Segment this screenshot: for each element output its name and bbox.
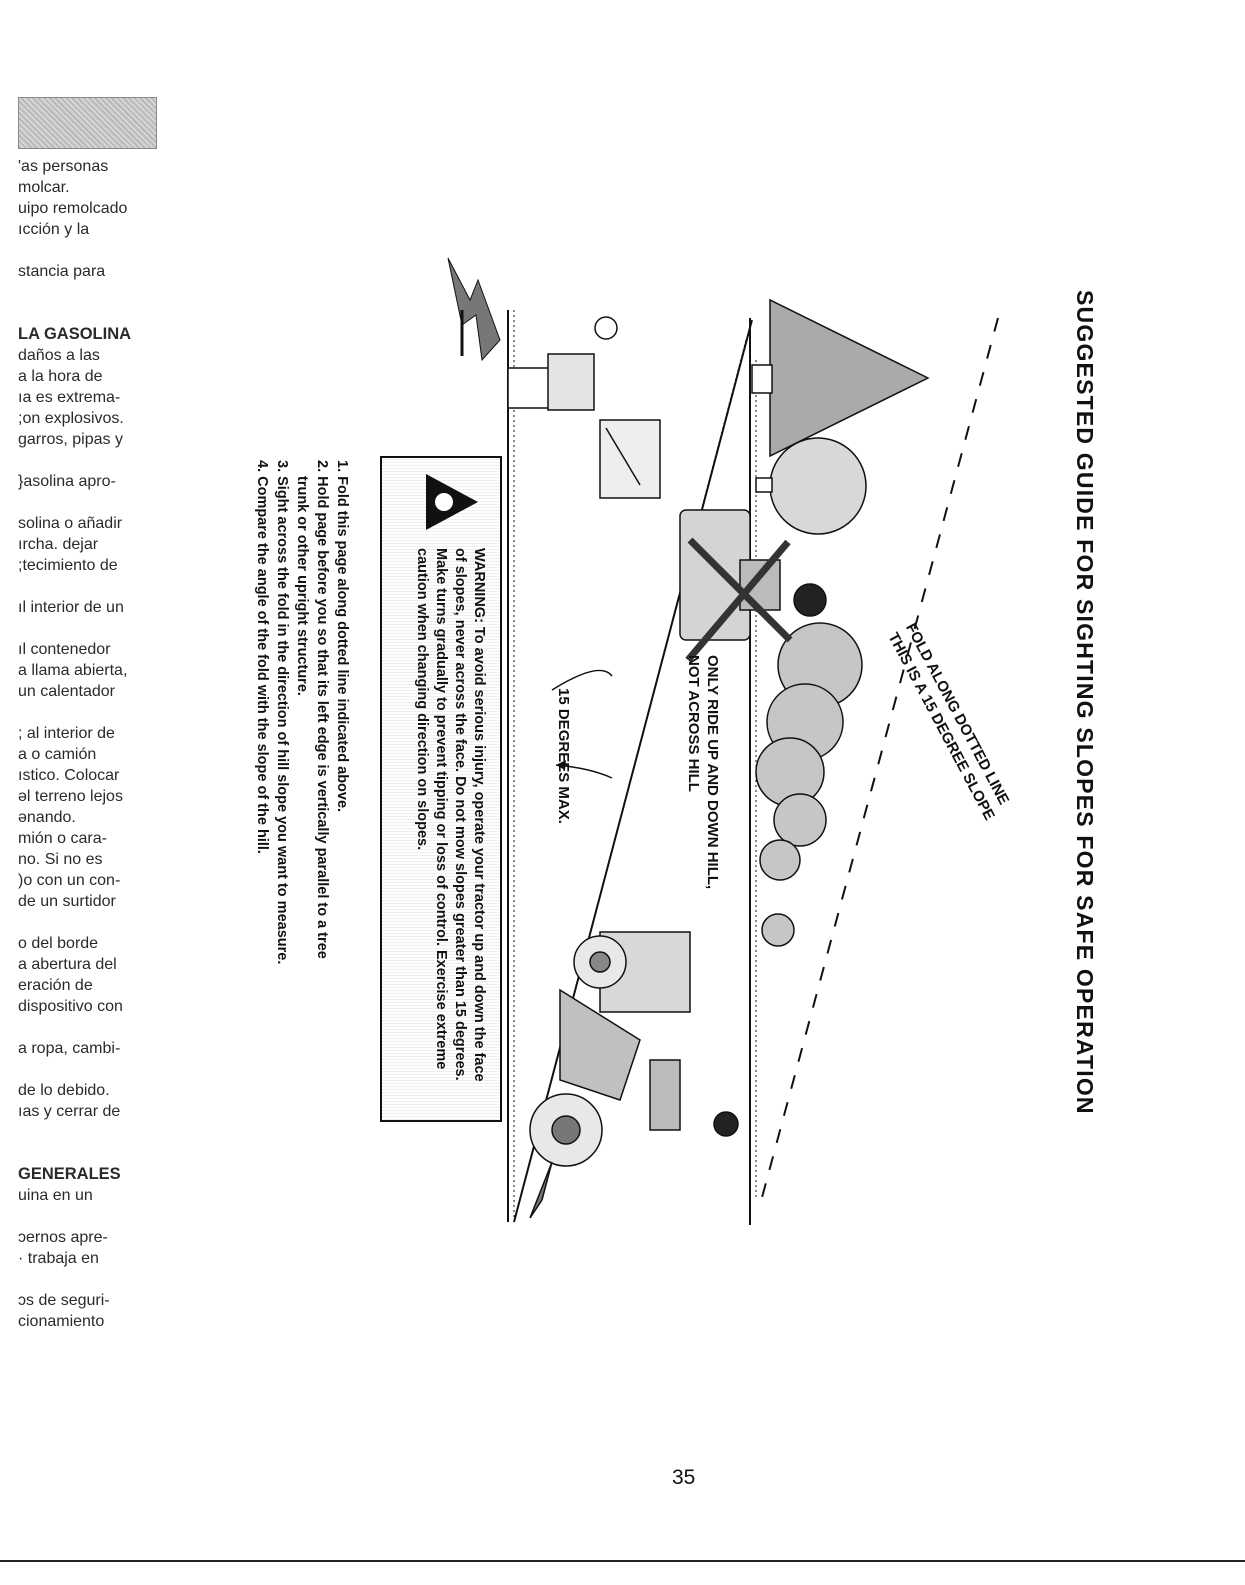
spanish-text-line: stancia para [18,263,106,280]
spanish-text-line: molcar. [18,179,70,196]
spanish-text-line: ;tecimiento de [18,557,118,574]
spanish-text-line: de lo debido. [18,1082,110,1099]
ground-line-left [507,310,515,1222]
spanish-text-line: 'as personas [18,158,109,175]
spanish-text-line: LA GASOLINA [18,325,132,343]
spanish-text-line: uina en un [18,1187,93,1204]
ride-up-down-label: ONLY RIDE UP AND DOWN HILL, NOT ACROSS H… [684,655,722,889]
spanish-text-column: 'as personas molcar. uipo remolcado ıcción … [18,156,168,1332]
tree-cluster [755,622,863,947]
degrees-max-label: 15 DEGREES MAX. [555,688,572,824]
spanish-text-line: ;on explosivos. [18,410,124,427]
spanish-text-line: əl terreno lejos [18,788,123,805]
spanish-text-line: ıcción y la [18,221,90,238]
step-3: 3. Sight across the fold in the directio… [274,460,290,965]
spanish-text-line: dispositivo con [18,998,123,1015]
spanish-text-line: daños a las [18,347,100,364]
spanish-text-line: ; al interior de [18,725,115,742]
instruction-steps: 1. Fold this page along dotted line indi… [252,460,352,964]
spanish-text-line: )o con un con- [18,872,121,889]
spanish-text-line: un calentador [18,683,115,700]
spanish-text-line: no. Si no es [18,851,103,868]
step-2: 2. Hold page before you so that its left… [314,460,330,959]
terrain-arrow [447,257,501,362]
spanish-text-line: ənando. [18,809,76,826]
spanish-text-line: ıas y cerrar de [18,1103,121,1120]
spanish-text-line: ɔernos apre- [18,1229,108,1246]
spanish-text-line: a o camión [18,746,97,763]
spanish-text-line: garros, pipas y [18,431,123,448]
spanish-text-line: · trabaja en [18,1250,99,1267]
spanish-text-line: a abertura del [18,956,117,973]
spanish-text-line: solina o añadir [18,515,123,532]
spanish-text-line: ɔs de seguri- [18,1292,110,1309]
tree-top [751,298,930,458]
spanish-text-line: eración de [18,977,93,994]
spanish-text-line: mión o cara- [18,830,107,847]
spanish-text-line: }asolina apro- [18,473,116,490]
spanish-text-line: uipo remolcado [18,200,128,217]
step-4: 4. Compare the angle of the fold with th… [254,460,270,854]
ride-label-line-1: ONLY RIDE UP AND DOWN HILL, [704,655,721,890]
ride-label-line-2: NOT ACROSS HILL [685,655,702,792]
tractor-up-hill [529,931,739,1219]
degree-arrow [551,669,613,779]
spanish-text-line: a ropa, cambi- [18,1040,121,1057]
spanish-text-line: a llama abierta, [18,662,128,679]
spanish-text-line: ıa es extrema- [18,389,121,406]
warning-box: WARNING: To avoid serious injury, operat… [380,456,502,1122]
spanish-text-line: a la hora de [18,368,103,385]
ground-line-right [749,318,757,1225]
warning-text: WARNING: To avoid serious injury, operat… [414,548,487,1082]
spanish-text-line: o del borde [18,935,99,952]
step-2-cont: trunk or other upright structure. [294,476,310,696]
gray-header-box [18,97,157,149]
spanish-text-line: cionamiento [18,1313,105,1330]
spanish-text-line: GENERALES [18,1165,121,1183]
spanish-text-line: de un surtidor [18,893,116,910]
bottom-rule [0,1560,1245,1562]
man-sighting [507,316,661,499]
spanish-text-line: ıstico. Colocar [18,767,120,784]
tree-2 [755,437,867,535]
warning-icon [426,474,478,530]
page-title: SUGGESTED GUIDE FOR SIGHTING SLOPES FOR … [1072,290,1098,1115]
spanish-text-line: ıl contenedor [18,641,111,658]
spanish-text-line: ıl interior de un [18,599,124,616]
step-1: 1. Fold this page along dotted line indi… [334,460,350,813]
fold-dashed-line [759,317,999,1206]
spanish-text-line: ırcha. dejar [18,536,99,553]
page-number: 35 [672,1466,696,1489]
tractor-across-crossed [679,509,827,663]
